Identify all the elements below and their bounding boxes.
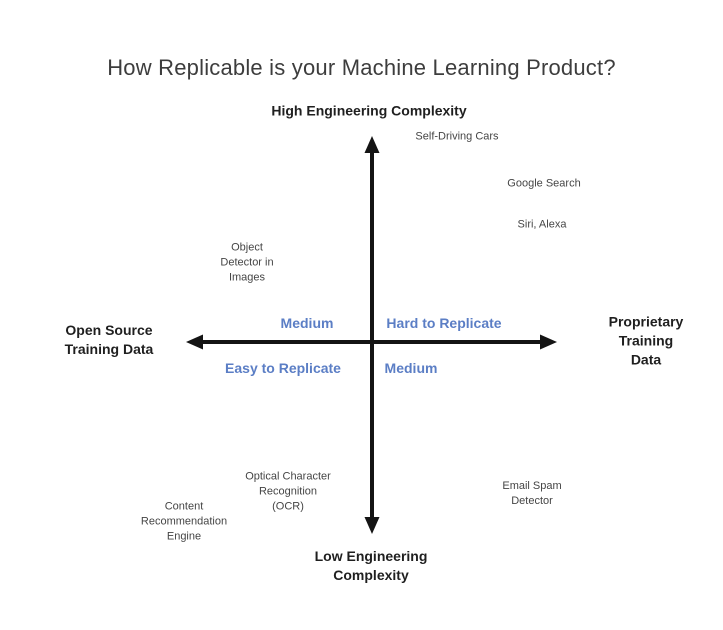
axis-label-open-source: Open Source Training Data — [64, 322, 154, 357]
data-point-label: Self-Driving Cars — [415, 130, 499, 143]
data-point-label: Object Detector in Images — [220, 241, 274, 284]
vertical-axis-arrow — [364, 136, 380, 534]
axis-label-high-complexity: High Engineering Complexity — [271, 102, 467, 119]
chart-title: How Replicable is your Machine Learning … — [107, 55, 616, 80]
data-point-label: Content Recommendation Engine — [140, 500, 228, 543]
data-point-label: Email Spam Detector — [502, 480, 562, 507]
axis-label-proprietary: Proprietary Training Data — [608, 313, 684, 368]
quadrant-label-top-right: Hard to Replicate — [386, 315, 502, 331]
data-point-label: Siri, Alexa — [517, 218, 567, 231]
axis-label-low-complexity: Low Engineering Complexity — [314, 548, 428, 583]
quadrant-label-bottom-right: Medium — [384, 360, 438, 376]
horizontal-axis-arrow — [186, 334, 557, 350]
quadrant-label-bottom-left: Easy to Replicate — [225, 360, 341, 376]
quadrant-label-top-left: Medium — [280, 315, 334, 331]
data-point-label: Google Search — [507, 177, 581, 190]
data-point-label: Optical Character Recognition (OCR) — [245, 470, 331, 513]
